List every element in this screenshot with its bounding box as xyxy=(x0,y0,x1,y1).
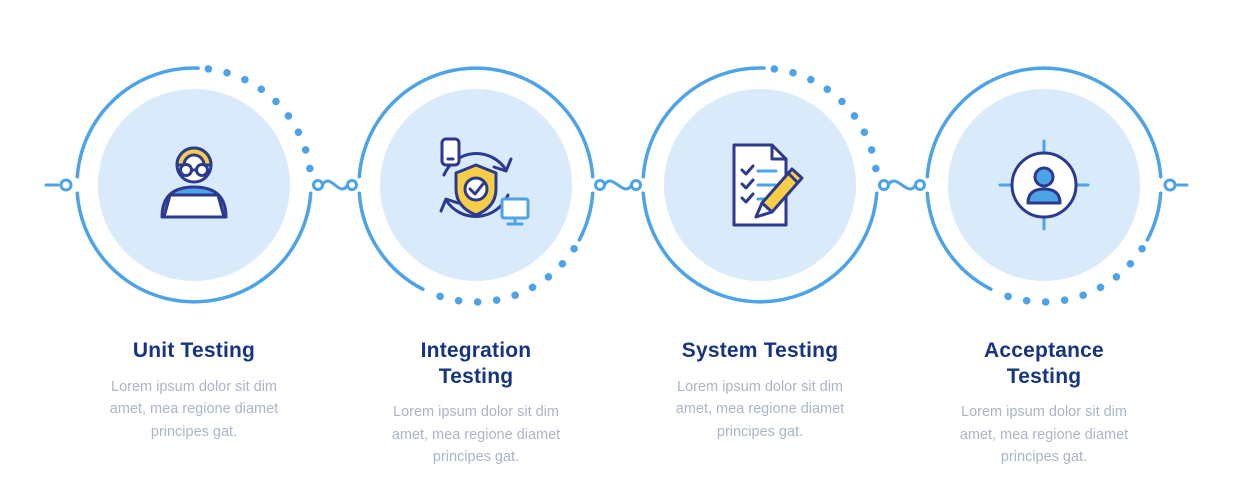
connector-dot xyxy=(59,178,73,192)
step-title: Integration Testing xyxy=(420,339,532,388)
connector-dot xyxy=(878,179,890,191)
circle-background xyxy=(98,89,290,281)
step-integration-testing: Integration Testing Lorem ipsum dolor si… xyxy=(336,60,616,469)
dotted-arc xyxy=(770,65,880,173)
connector-curve-1 xyxy=(321,179,349,191)
dotted-arc xyxy=(204,65,314,173)
connector-dot xyxy=(914,179,926,191)
developer-at-laptop-icon xyxy=(160,146,228,219)
connector-dot xyxy=(1163,178,1177,192)
step-circle xyxy=(69,60,319,310)
connector-curve-2 xyxy=(603,179,633,191)
connector-dot xyxy=(312,179,324,191)
step-description: Lorem ipsum dolor sit dim amet, mea regi… xyxy=(675,378,845,440)
step-circle xyxy=(919,60,1169,310)
step-title: System Testing xyxy=(681,339,839,362)
dotted-arc xyxy=(428,244,578,306)
connector-dot xyxy=(630,179,642,191)
step-description: Lorem ipsum dolor sit dim amet, mea regi… xyxy=(391,404,561,466)
step-circle xyxy=(351,60,601,310)
step-circle xyxy=(635,60,885,310)
step-description: Lorem ipsum dolor sit dim amet, mea regi… xyxy=(109,378,279,440)
dotted-arc xyxy=(996,244,1146,306)
step-description: Lorem ipsum dolor sit dim amet, mea regi… xyxy=(959,404,1129,466)
connector-dot xyxy=(594,179,606,191)
step-title: Unit Testing xyxy=(132,339,256,362)
shield-check-sync-devices-icon xyxy=(439,137,530,226)
step-title: Acceptance Testing xyxy=(984,339,1104,388)
checklist-document-pencil-icon xyxy=(732,143,804,227)
connector-dot xyxy=(346,179,358,191)
step-system-testing: System Testing Lorem ipsum dolor sit dim… xyxy=(620,60,900,443)
step-unit-testing: Unit Testing Lorem ipsum dolor sit dim a… xyxy=(54,60,334,443)
step-acceptance-testing: Acceptance Testing Lorem ipsum dolor sit… xyxy=(904,60,1184,469)
user-target-icon xyxy=(998,139,1090,231)
connector-curve-3 xyxy=(887,179,917,191)
circle-ring xyxy=(75,65,314,304)
